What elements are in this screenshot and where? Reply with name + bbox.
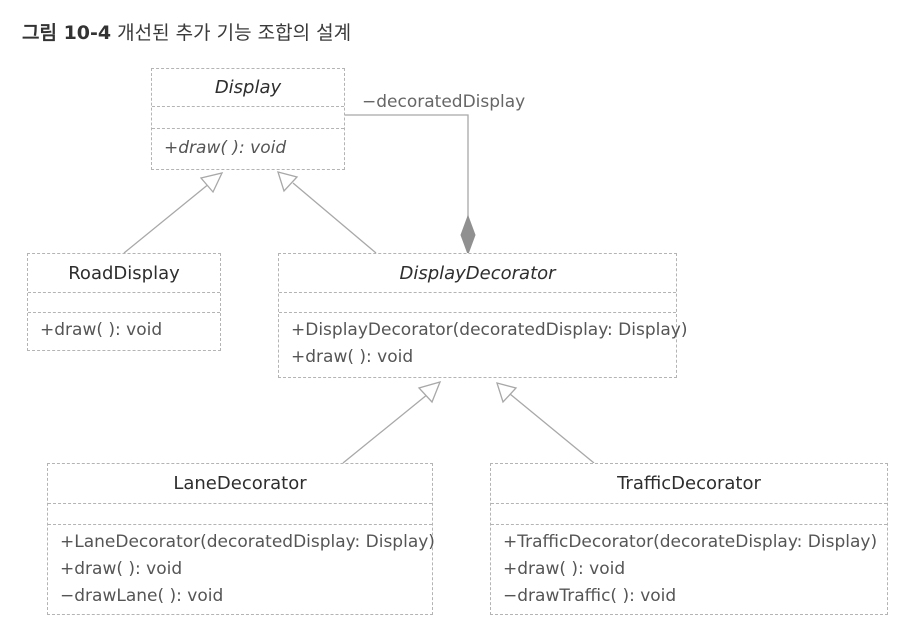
- generalization-arrowhead: [199, 172, 224, 194]
- operations-compartment: +draw( ): void: [28, 313, 220, 344]
- aggregation-diamond: [460, 214, 476, 256]
- class-traffic-decorator: TrafficDecorator +TrafficDecorator(decor…: [490, 463, 888, 615]
- operation: +draw( ): void: [503, 559, 626, 579]
- generalization-line: [292, 182, 377, 254]
- figure-caption: 개선된 추가 기능 조합의 설계: [117, 22, 352, 44]
- generalization-line: [123, 182, 211, 254]
- class-name: LaneDecorator: [48, 464, 432, 504]
- generalization-arrowhead: [277, 171, 299, 193]
- operation: +draw( ): void: [40, 320, 163, 340]
- figure-number: 그림 10-4: [22, 22, 112, 44]
- operation: +DisplayDecorator(decoratedDisplay: Disp…: [291, 320, 688, 340]
- class-name: Display: [152, 69, 344, 107]
- operation: +TrafficDecorator(decorateDisplay: Displ…: [503, 532, 878, 552]
- association-line: [345, 114, 469, 218]
- operation: +draw( ): void: [164, 138, 287, 158]
- class-lane-decorator: LaneDecorator +LaneDecorator(decoratedDi…: [47, 463, 435, 615]
- attributes-compartment: [491, 504, 887, 525]
- class-name: DisplayDecorator: [279, 254, 676, 293]
- generalization-arrowhead: [496, 382, 518, 404]
- operation: −drawLane( ): void: [60, 586, 224, 606]
- operation: +draw( ): void: [291, 347, 414, 367]
- class-road-display: RoadDisplay +draw( ): void: [27, 253, 221, 351]
- class-display: Display +draw( ): void: [151, 68, 345, 170]
- class-display-decorator: DisplayDecorator +DisplayDecorator(decor…: [278, 253, 688, 378]
- operations-compartment: +draw( ): void: [152, 129, 344, 162]
- operations-compartment: +LaneDecorator(decoratedDisplay: Display…: [48, 525, 435, 610]
- attributes-compartment: [48, 504, 432, 525]
- attributes-compartment: [279, 293, 676, 313]
- operation: −drawTraffic( ): void: [503, 586, 677, 606]
- attributes-compartment: [28, 293, 220, 313]
- generalization-arrowhead: [417, 381, 442, 404]
- operation: +LaneDecorator(decoratedDisplay: Display…: [60, 532, 435, 552]
- class-name: TrafficDecorator: [491, 464, 887, 504]
- generalization-line: [342, 393, 429, 464]
- attributes-compartment: [152, 107, 344, 129]
- class-name: RoadDisplay: [28, 254, 220, 293]
- operations-compartment: +TrafficDecorator(decorateDisplay: Displ…: [491, 525, 887, 610]
- operation: +draw( ): void: [60, 559, 183, 579]
- generalization-line: [509, 393, 595, 464]
- operations-compartment: +DisplayDecorator(decoratedDisplay: Disp…: [279, 313, 688, 371]
- association-role-label: −decoratedDisplay: [362, 92, 526, 112]
